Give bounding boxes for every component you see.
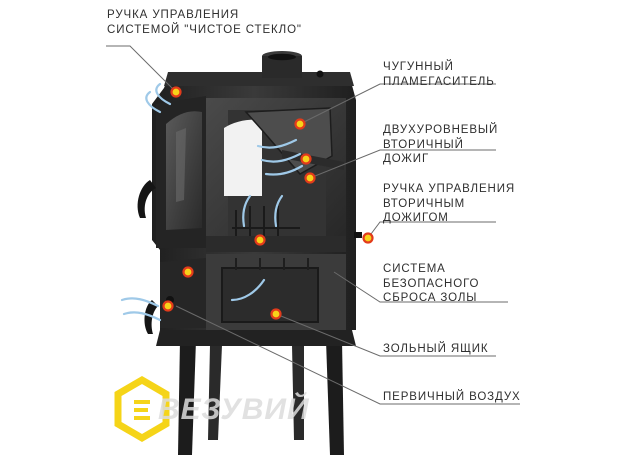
ash-chute-bars [235,258,309,270]
leader-flame-deflector [299,83,496,125]
label-line: РУЧКА УПРАВЛЕНИЯ [107,9,240,21]
label-line: ЧУГУННЫЙ [383,61,454,73]
hotspot-marker-icon [362,232,374,244]
door-handle [137,180,156,218]
brand-name: ВЕЗУВИЙ [158,393,310,426]
leg-back-left [208,345,222,440]
hotspot-marker-icon [182,266,194,278]
lower-side-door [160,258,206,328]
hotspot-marker-icon [162,300,174,312]
airflow-arrow-icon [120,297,160,308]
label-line: ПЕРВИЧНЫЙ ВОЗДУХ [383,391,521,403]
side-door-glass-reflection [176,128,186,202]
airflow-arrow-icon [264,164,304,176]
leader-lines [106,45,520,405]
label-ash-drop-system: СИСТЕМА БЕЗОПАСНОГО СБРОСА ЗОЛЫ [383,262,479,306]
hotspot-marker-icon [254,234,266,246]
label-glass-control-handle: РУЧКА УПРАВЛЕНИЯ СИСТЕМОЙ "ЧИСТОЕ СТЕКЛО… [107,8,302,37]
brand-logo-icon [114,375,170,443]
label-line: СИСТЕМОЙ "ЧИСТОЕ СТЕКЛО" [107,23,302,36]
hotspot-marker-icon [170,86,182,98]
label-line: БЕЗОПАСНОГО [383,277,480,290]
leader-ash-box [275,313,496,357]
label-secondary-afterburn: ДВУХУРОВНЕВЫЙ ВТОРИЧНЫЙ ДОЖИГ [383,123,498,167]
hotspot-marker-icon [304,172,316,184]
airflow-arrow-icon [260,152,302,163]
firebox-rear-opening [224,119,262,196]
label-line: ВТОРИЧНЫМ [383,197,466,210]
airflow-arrow-icon [230,278,266,302]
airflow-arrow-icon [256,138,298,149]
label-line: РУЧКА УПРАВЛЕНИЯ [383,183,516,195]
hotspot-markers [162,86,374,320]
label-line: ПЛАМЕГАСИТЕЛЬ [383,75,495,88]
airflow-arrow-icon [145,90,162,114]
airflow-arrow-icon [155,82,172,106]
leader-ash-system [333,271,508,303]
hotspot-marker-icon [294,118,306,130]
leg-back-right [292,345,304,440]
airflow-arrow-icon [274,194,284,228]
airflow-arrow-icon [122,311,162,322]
leader-primary-air [175,305,520,405]
leader-afterburn [309,149,496,179]
label-flame-deflector: ЧУГУННЫЙ ПЛАМЕГАСИТЕЛЬ [383,60,495,89]
glass-control-knob [316,70,324,78]
label-primary-air: ПЕРВИЧНЫЙ ВОЗДУХ [383,390,521,405]
airflow-arrow-icon [242,194,252,228]
hotspot-marker-icon [270,308,282,320]
leader-secondary-handle [367,221,496,239]
label-line: СИСТЕМА [383,263,446,275]
label-line: ЗОЛЬНЫЙ ЯЩИК [383,343,489,355]
firebox-floor [206,236,346,252]
airflow-arrows [120,82,304,322]
ash-drawer-interior [221,267,319,323]
label-line: ДОЖИГОМ [383,212,449,224]
label-secondary-control-handle: РУЧКА УПРАВЛЕНИЯ ВТОРИЧНЫМ ДОЖИГОМ [383,182,515,226]
leg-front-left [178,340,196,455]
label-line: ДОЖИГ [383,153,430,165]
stove-top-plate [164,72,354,86]
secondary-control-knob [354,232,362,238]
label-ash-box: ЗОЛЬНЫЙ ЯЩИК [383,342,489,357]
chimney-flue [262,51,324,78]
hotspot-marker-icon [300,153,312,165]
label-line: ВТОРИЧНЫЙ [383,138,464,151]
leg-front-right [326,340,344,455]
label-line: ДВУХУРОВНЕВЫЙ [383,124,499,136]
leader-glass-handle [106,45,177,93]
stove-legs [178,340,344,455]
label-line: СБРОСА ЗОЛЫ [383,292,478,304]
stove-base [156,330,356,346]
